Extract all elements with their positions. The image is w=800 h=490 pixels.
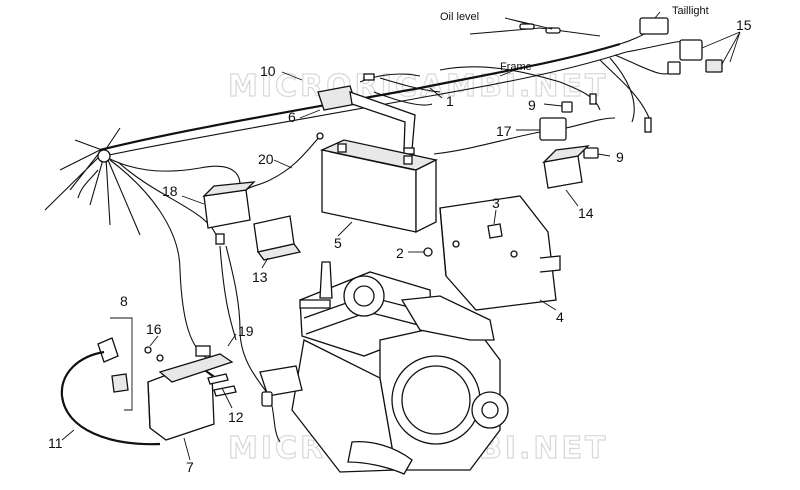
callout-9-lower: 9 xyxy=(616,149,624,165)
oil-level-sensor-wire xyxy=(469,17,601,37)
callout-6: 6 xyxy=(288,109,296,125)
watermark-top: MICRORICAMBI.NET xyxy=(228,69,608,104)
callout-7: 7 xyxy=(186,459,194,475)
callout-12: 12 xyxy=(228,409,244,425)
callout-14: 14 xyxy=(578,205,594,221)
part-9-fuse-lower xyxy=(583,147,599,159)
callout-18: 18 xyxy=(162,183,178,199)
frame-ground-wires xyxy=(359,66,652,133)
part-20-battery-cable xyxy=(245,132,324,191)
callout-10: 10 xyxy=(260,63,276,79)
taillight-connector xyxy=(639,11,669,35)
callout-3: 3 xyxy=(492,195,500,211)
part-6-voltage-regulator xyxy=(317,85,416,155)
callout-9-upper: 9 xyxy=(528,97,536,113)
part-1-wire-loom xyxy=(373,77,441,106)
label-frame: Frame xyxy=(500,61,532,73)
callout-leaders xyxy=(61,71,611,461)
label-oil-level: Oil level xyxy=(440,11,479,23)
part-2-nut xyxy=(423,247,433,257)
callout-11: 11 xyxy=(48,435,63,451)
callout-15: 15 xyxy=(736,17,752,33)
callout-8: 8 xyxy=(120,293,128,309)
part-17-starter-relay xyxy=(433,117,616,155)
part-13-relay-cover xyxy=(253,215,302,261)
part-19-pickup-wire xyxy=(219,245,281,443)
part-12-screws xyxy=(207,373,237,397)
part-7-cdi-unit xyxy=(147,345,234,441)
main-wiring-harness xyxy=(99,25,691,361)
relay-15-group xyxy=(667,31,741,75)
part-11-ht-lead xyxy=(60,350,161,446)
engine-assembly xyxy=(259,261,509,475)
callout-17: 17 xyxy=(496,123,512,139)
callout-5: 5 xyxy=(334,235,342,251)
label-taillight: Taillight xyxy=(672,5,709,17)
part-16-washer-nuts xyxy=(144,346,164,362)
callout-20: 20 xyxy=(258,151,274,167)
callout-1: 1 xyxy=(446,93,454,109)
callout-19: 19 xyxy=(238,323,254,339)
part-18-relay xyxy=(202,181,256,245)
callout-4: 4 xyxy=(556,309,564,325)
part-5-battery xyxy=(319,139,438,234)
part-3-screw xyxy=(487,223,503,239)
harness-connector-bundle xyxy=(44,127,141,236)
part-8-spark-plug-cap xyxy=(97,317,133,411)
callout-2: 2 xyxy=(396,245,404,261)
callout-13: 13 xyxy=(252,269,268,285)
part-9-fuse-upper xyxy=(561,101,573,113)
callout-16: 16 xyxy=(146,321,162,337)
part-14-relay xyxy=(542,145,590,189)
part-4-mounting-plate xyxy=(439,195,561,311)
